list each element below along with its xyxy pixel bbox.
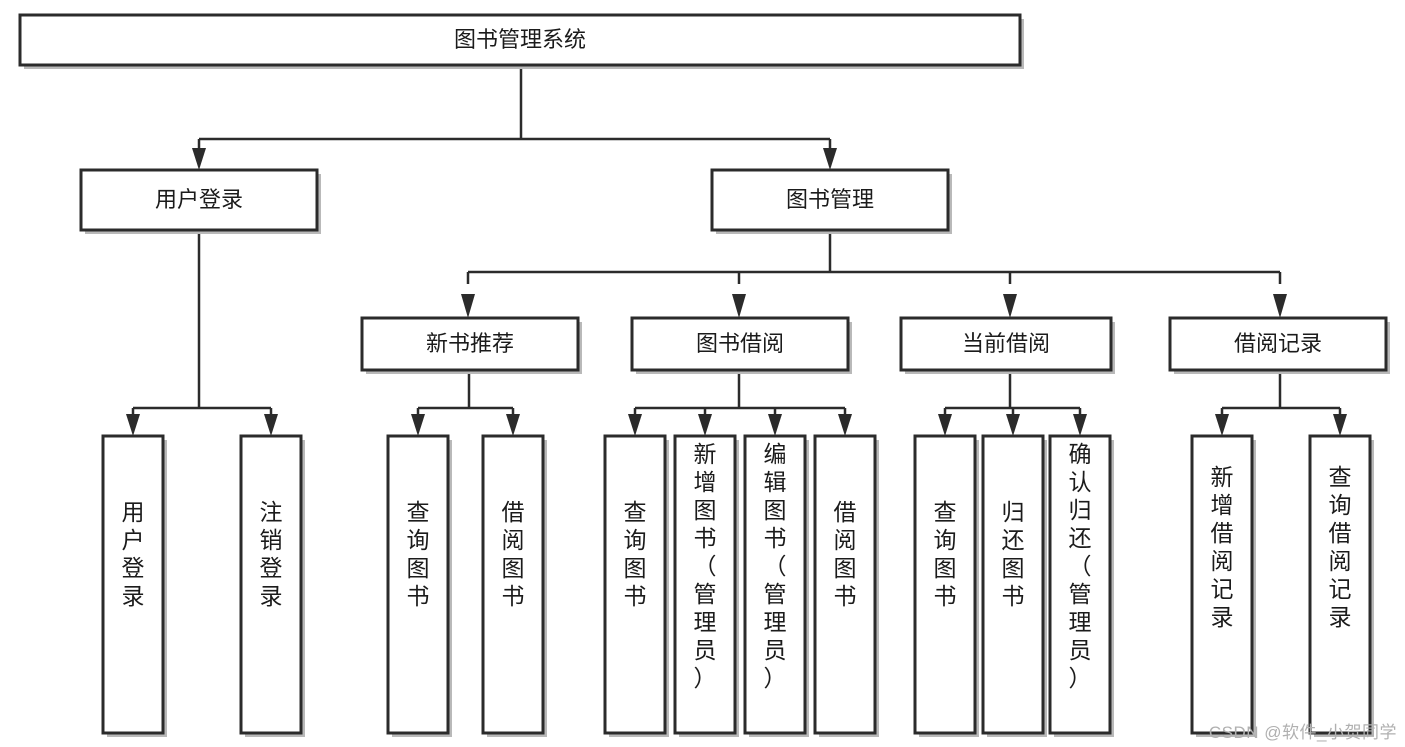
leaf-return-book-label: 归还图书 <box>1002 499 1025 609</box>
arrow-to-user-login <box>192 148 206 170</box>
arrow-to-leaf-add-book <box>698 414 712 436</box>
leaf-add-borrow-record-label: 新增借阅记录 <box>1211 464 1234 630</box>
leaf-add-book[interactable]: 新增图书（管理员） <box>673 434 739 737</box>
arrow-to-leaf-logout <box>264 414 278 436</box>
leaf-user-login-label: 用户登录 <box>122 499 145 609</box>
leaf-query-book-recommend[interactable]: 查询图书 <box>386 434 452 737</box>
arrow-to-leaf-query-record <box>1333 414 1347 436</box>
arrow-to-leaf-query-book-c <box>938 414 952 436</box>
node-user-login-label: 用户登录 <box>155 187 243 212</box>
leaf-logout-label: 注销登录 <box>260 499 283 609</box>
node-new-book-recommend-label: 新书推荐 <box>426 331 514 356</box>
arrow-to-borrow-records <box>1273 294 1287 318</box>
leaf-user-login[interactable]: 用户登录 <box>101 434 167 737</box>
leaf-return-book[interactable]: 归还图书 <box>981 434 1047 737</box>
arrow-to-new-book-recommend <box>461 294 475 318</box>
leaf-edit-book[interactable]: 编辑图书（管理员） <box>743 434 809 737</box>
leaf-query-book-borrow[interactable]: 查询图书 <box>603 434 669 737</box>
arrow-to-book-borrow <box>732 294 746 318</box>
node-current-borrow[interactable]: 当前借阅 <box>899 316 1115 374</box>
node-root-label: 图书管理系统 <box>454 27 586 52</box>
leaf-borrow-book-recommend-label: 借阅图书 <box>502 499 525 609</box>
leaf-query-book-recommend-label: 查询图书 <box>407 499 430 609</box>
node-root[interactable]: 图书管理系统 <box>18 13 1024 69</box>
leaf-query-book-borrow-label: 查询图书 <box>624 499 647 609</box>
arrow-to-leaf-edit-book <box>768 414 782 436</box>
leaf-query-book-current[interactable]: 查询图书 <box>913 434 979 737</box>
arrow-to-leaf-confirm-return <box>1073 414 1087 436</box>
arrow-to-book-management <box>823 148 837 170</box>
leaf-confirm-return[interactable]: 确认归还（管理员） <box>1048 434 1114 737</box>
leaf-query-borrow-record[interactable]: 查询借阅记录 <box>1308 434 1374 737</box>
arrow-to-leaf-return-book <box>1006 414 1020 436</box>
node-borrow-records-label: 借阅记录 <box>1234 331 1322 356</box>
leaf-query-book-current-label: 查询图书 <box>934 499 957 609</box>
arrow-to-leaf-query-book-b <box>628 414 642 436</box>
node-book-management-label: 图书管理 <box>786 187 874 212</box>
leaf-add-book-label: 新增图书（管理员） <box>694 441 717 691</box>
arrow-to-leaf-add-record <box>1215 414 1229 436</box>
node-new-book-recommend[interactable]: 新书推荐 <box>360 316 582 374</box>
node-book-management[interactable]: 图书管理 <box>710 168 952 234</box>
leaf-edit-book-label: 编辑图书（管理员） <box>764 441 787 691</box>
leaf-confirm-return-label: 确认归还（管理员） <box>1069 441 1092 691</box>
arrow-to-leaf-borrow-book-a <box>506 414 520 436</box>
leaf-add-borrow-record[interactable]: 新增借阅记录 <box>1190 434 1256 737</box>
leaf-logout[interactable]: 注销登录 <box>239 434 305 737</box>
connector-layer <box>126 67 1347 436</box>
node-current-borrow-label: 当前借阅 <box>962 331 1050 356</box>
node-book-borrow[interactable]: 图书借阅 <box>630 316 852 374</box>
leaf-borrow-book-label: 借阅图书 <box>834 499 857 609</box>
leaf-query-borrow-record-label: 查询借阅记录 <box>1329 464 1352 630</box>
node-borrow-records[interactable]: 借阅记录 <box>1168 316 1390 374</box>
arrow-to-leaf-borrow-book-b <box>838 414 852 436</box>
arrow-to-leaf-query-book-a <box>411 414 425 436</box>
leaf-borrow-book-recommend[interactable]: 借阅图书 <box>481 434 547 737</box>
leaf-borrow-book[interactable]: 借阅图书 <box>813 434 879 737</box>
arrow-to-leaf-user-login <box>126 414 140 436</box>
arrow-to-current-borrow <box>1003 294 1017 318</box>
node-book-borrow-label: 图书借阅 <box>696 331 784 356</box>
node-user-login[interactable]: 用户登录 <box>79 168 321 234</box>
